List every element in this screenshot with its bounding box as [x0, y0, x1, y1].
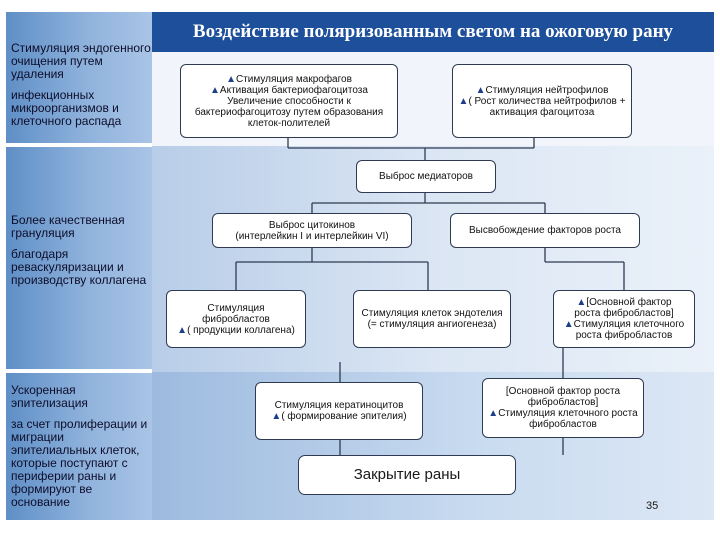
box-fibroblasts-line-3: ▲( продукции коллагена) — [177, 324, 295, 336]
up-arrow-icon: ▲ — [458, 95, 469, 107]
left-section-cleaning-heading: Стимуляция эндогенного очищения путем уд… — [11, 41, 151, 81]
box-macrophages-line-5: клеток-полителей — [247, 117, 331, 129]
box-mediators-line-1: Выброс медиаторов — [379, 171, 473, 182]
box-macrophages-line-2: ▲Активация бактериофагоцитоза — [210, 84, 368, 96]
box-fibro-growth-line-2: роста фибробластов] — [574, 308, 674, 319]
left-section-cleaning-detail: инфекционных микроорганизмов и клеточног… — [11, 88, 122, 128]
box-fibroblasts-line-1: Стимуляция — [207, 302, 265, 314]
box-macrophages-line-4: бактериофагоцитозу путем образования — [194, 106, 384, 118]
box-endothelium-line-1: Стимуляция клеток эндотелия — [361, 308, 503, 319]
up-arrow-icon: ▲ — [488, 408, 499, 419]
box-keratinocytes: Стимуляция кератиноцитов ▲( формирование… — [255, 382, 423, 440]
page-number: 35 — [646, 500, 659, 512]
up-arrow-icon: ▲ — [210, 84, 220, 96]
box-growth-factors-line-1: Высвобождение факторов роста — [468, 225, 621, 236]
box-fibro-growth-line-3: ▲Стимуляция клеточного — [563, 319, 685, 330]
left-section-granulation: Более качественная грануляция благодаря … — [11, 214, 151, 295]
up-arrow-icon: ▲ — [177, 324, 188, 336]
box-keratinocytes-line-2: ▲( формирование эпителия) — [271, 411, 407, 422]
up-arrow-icon: ▲ — [475, 84, 486, 96]
box-fibroblasts-line-2: фибробластов — [202, 313, 270, 325]
left-section-granulation-heading: Более качественная грануляция — [11, 213, 125, 240]
left-column — [6, 12, 152, 520]
left-separator — [6, 369, 152, 373]
box-cytokines-line-1: Выброс цитокинов — [268, 219, 356, 231]
up-arrow-icon: ▲ — [271, 411, 282, 422]
left-section-epithelization: Ускоренная эпителизация за счет пролифер… — [11, 384, 151, 517]
box-neutrophils-line-1: ▲Стимуляция нейтрофилов — [475, 84, 609, 96]
up-arrow-icon: ▲ — [563, 319, 574, 330]
box-mediators: Выброс медиаторов — [356, 160, 496, 193]
box-cytokines-line-2: (интерлейкин I и интерлейкин VI) — [235, 230, 389, 242]
up-arrow-icon: ▲ — [576, 297, 587, 308]
box-macrophages-line-1: ▲Стимуляция макрофагов — [226, 73, 352, 85]
page-title: Воздействие поляризованным светом на ожо… — [152, 12, 714, 52]
left-section-cleaning: Стимуляция эндогенного очищения путем уд… — [11, 42, 151, 136]
left-separator — [6, 143, 152, 147]
box-cytokines: Выброс цитокинов (интерлейкин I и интерл… — [212, 213, 412, 248]
box-wound-closure: Закрытие раны — [298, 455, 516, 495]
box-fibro-growth-2-line-4: фибробластов — [529, 419, 597, 430]
box-fibroblasts: Стимуляция фибробластов ▲( продукции кол… — [166, 290, 306, 348]
top-strip — [0, 0, 720, 12]
box-neutrophils-line-3: активация фагоцитоза — [489, 106, 595, 118]
left-section-epithelization-detail: за счет пролиферации и миграции эпителиа… — [11, 417, 148, 509]
up-arrow-icon: ▲ — [226, 73, 236, 85]
left-section-granulation-detail: благодаря реваскуляризации и производств… — [11, 247, 147, 287]
box-endothelium: Стимуляция клеток эндотелия (= стимуляци… — [353, 290, 511, 348]
box-fibro-growth-line-1: ▲[Основной фактор — [576, 297, 672, 308]
box-neutrophils: ▲Стимуляция нейтрофилов ▲( Рост количест… — [452, 64, 632, 138]
box-fibro-growth-2: [Основной фактор роста фибробластов] ▲Ст… — [482, 378, 644, 438]
box-fibro-growth-2-line-2: фибробластов] — [527, 397, 599, 408]
box-growth-factors: Высвобождение факторов роста — [450, 213, 640, 248]
box-fibro-growth-line-4: роста фибробластов — [575, 330, 673, 341]
left-section-epithelization-heading: Ускоренная эпителизация — [11, 383, 88, 410]
box-keratinocytes-line-1: Стимуляция кератиноцитов — [274, 400, 404, 411]
box-macrophages: ▲Стимуляция макрофагов ▲Активация бактер… — [180, 64, 398, 138]
box-neutrophils-line-2: ▲( Рост количества нейтрофилов + — [458, 95, 626, 107]
box-fibro-growth: ▲[Основной фактор роста фибробластов] ▲С… — [553, 290, 695, 348]
box-endothelium-line-2: (= стимуляция ангиогенеза) — [367, 319, 497, 330]
box-fibro-growth-2-line-1: [Основной фактор роста — [505, 386, 621, 397]
box-fibro-growth-2-line-3: ▲Стимуляция клеточного роста — [488, 408, 638, 419]
box-macrophages-line-3: Увеличение способности к — [227, 95, 351, 107]
